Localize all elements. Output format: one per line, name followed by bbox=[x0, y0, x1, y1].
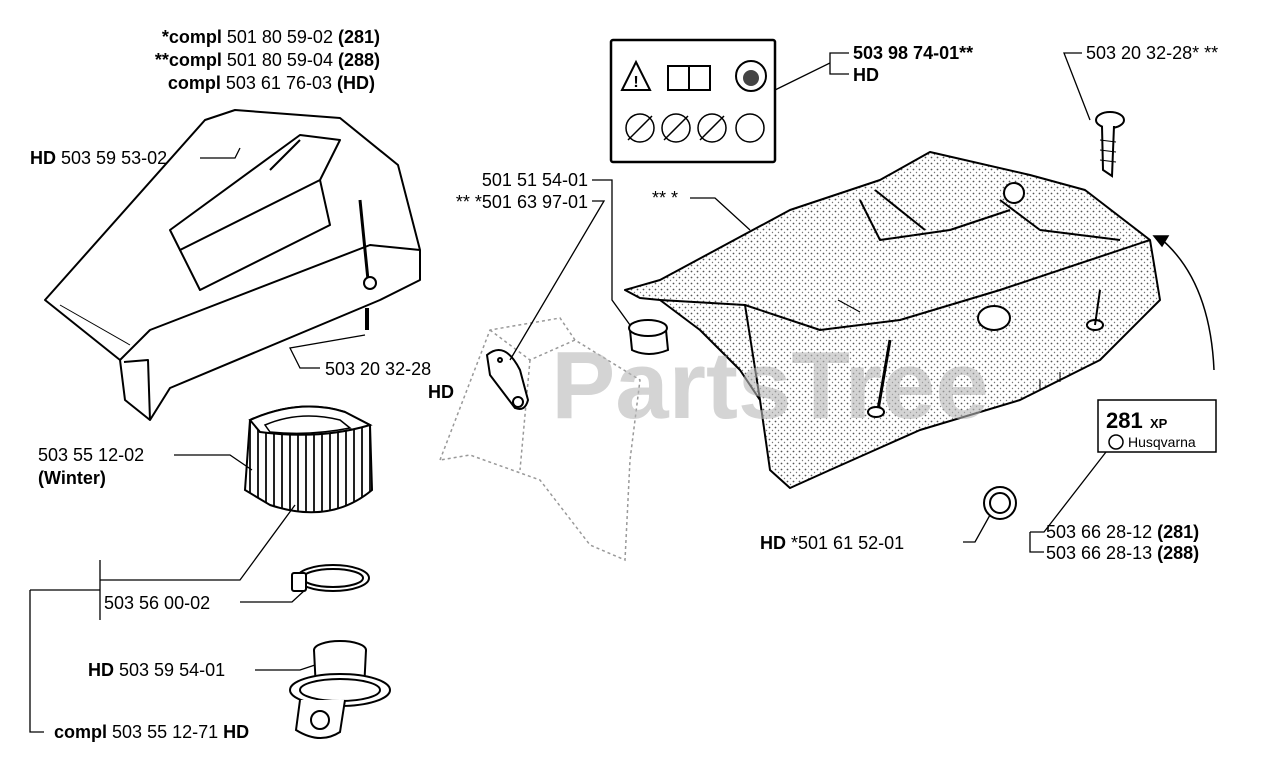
decal-part: ! bbox=[609, 38, 777, 164]
cover-hd-callout: HD 503 59 53-02 bbox=[30, 148, 167, 168]
top-cover-callout-3: compl 503 61 76-03 (HD) bbox=[100, 73, 375, 93]
top-cover-part bbox=[44, 109, 421, 421]
top-cover-suffix-3: (HD) bbox=[337, 73, 375, 93]
screw-part bbox=[1095, 111, 1125, 178]
housing-outline bbox=[438, 317, 641, 562]
air-filter-part bbox=[243, 405, 374, 514]
emblem-model-suffix: XP bbox=[1150, 416, 1168, 431]
adapter-callout: HD 503 59 54-01 bbox=[88, 660, 225, 680]
top-cover-suffix-2: (288) bbox=[337, 50, 380, 70]
assembly-arrow bbox=[1152, 235, 1215, 371]
cover-screw-suffix: HD bbox=[428, 382, 454, 402]
grommet-number: *501 61 52-01 bbox=[791, 533, 905, 553]
top-cover-number-1: 501 80 59-02 bbox=[226, 27, 333, 47]
emblem-number-1: 503 66 28-12 bbox=[1046, 522, 1153, 542]
top-cover-callout-1: *compl 501 80 59-02 (281) bbox=[100, 27, 380, 47]
top-cover-prefix-2: **compl bbox=[154, 50, 222, 70]
emblem-suffix-2: (288) bbox=[1157, 543, 1200, 563]
adapter-number: 503 59 54-01 bbox=[119, 660, 226, 680]
grommet-callout: HD *501 61 52-01 bbox=[760, 533, 904, 553]
emblem-plate: 281 XP Husqvarna bbox=[1097, 399, 1217, 453]
filter-suffix: (Winter) bbox=[38, 468, 106, 488]
cover-hd-prefix: HD bbox=[30, 148, 56, 168]
emblem-model: 281 bbox=[1106, 408, 1143, 433]
top-cover-prefix-3: compl bbox=[167, 73, 221, 93]
adapter-part bbox=[289, 640, 391, 739]
emblem-callout-1: 503 66 28-12 (281) bbox=[1046, 522, 1199, 542]
emblem-brand: Husqvarna bbox=[1128, 434, 1196, 450]
cover-screw-number: 503 20 32-28 bbox=[325, 359, 432, 379]
main-cover-callout: ** * bbox=[652, 188, 679, 208]
watermark: PartsTree bbox=[551, 332, 989, 439]
grommet-part bbox=[983, 486, 1017, 520]
emblem-callout-2: 503 66 28-13 (288) bbox=[1046, 543, 1199, 563]
grommet-prefix: HD bbox=[760, 533, 786, 553]
flap-part bbox=[485, 349, 530, 410]
top-cover-suffix-1: (281) bbox=[337, 27, 380, 47]
emblem-suffix-1: (281) bbox=[1157, 522, 1200, 542]
adapter-prefix: HD bbox=[88, 660, 114, 680]
kit-suffix: HD bbox=[223, 722, 250, 742]
kit-number: 503 55 12-71 bbox=[112, 722, 219, 742]
leader-lines bbox=[29, 52, 1107, 733]
flap-number-2: ** *501 63 97-01 bbox=[455, 192, 588, 212]
top-cover-number-3: 503 61 76-03 bbox=[225, 73, 332, 93]
emblem-number-2: 503 66 28-13 bbox=[1046, 543, 1153, 563]
kit-prefix: compl bbox=[54, 722, 108, 742]
cover-hd-number: 503 59 53-02 bbox=[61, 148, 168, 168]
flap-number-1: 501 51 54-01 bbox=[481, 170, 588, 190]
top-cover-callout-2: **compl 501 80 59-04 (288) bbox=[100, 50, 380, 70]
filter-number: 503 55 12-02 bbox=[38, 445, 145, 465]
decal-number: 503 98 74-01** bbox=[853, 43, 974, 63]
svg-text:!: ! bbox=[633, 74, 638, 91]
top-cover-number-2: 501 80 59-04 bbox=[226, 50, 333, 70]
plug-part bbox=[628, 319, 670, 355]
main-cover-part bbox=[624, 151, 1161, 489]
clamp-part bbox=[291, 564, 370, 592]
clamp-number: 503 56 00-02 bbox=[104, 593, 211, 613]
top-cover-prefix-1: *compl bbox=[161, 27, 222, 47]
kit-callout: compl 503 55 12-71 HD bbox=[54, 722, 249, 742]
decal-suffix: HD bbox=[853, 65, 879, 85]
screw-right-number: 503 20 32-28* ** bbox=[1086, 43, 1219, 63]
